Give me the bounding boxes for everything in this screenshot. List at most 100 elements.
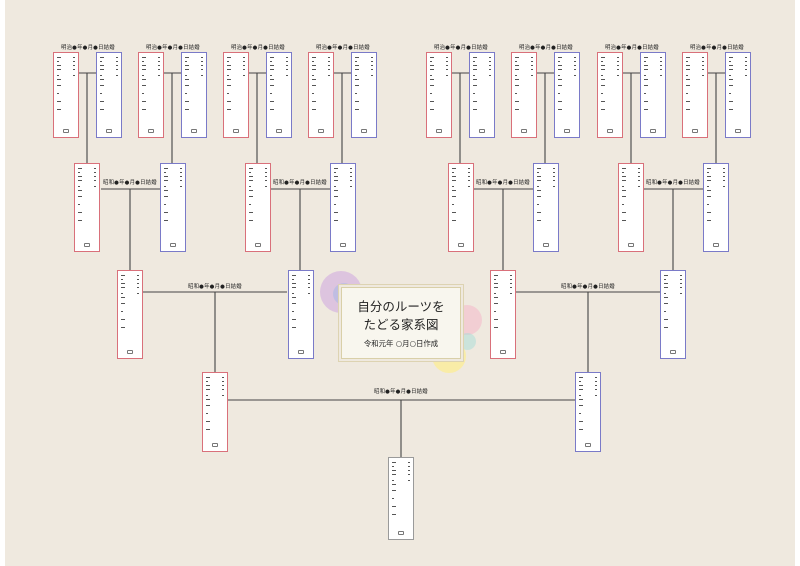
field-mark [660,75,662,76]
grandparent-card-m2[interactable] [330,163,356,252]
field-mark [308,293,310,294]
field-mark [355,65,359,66]
field-mark [206,385,210,386]
parent-card-m1[interactable] [288,270,314,359]
field-mark [537,186,539,187]
field-mark [355,85,359,86]
page-title: 自分のルーツを [357,299,445,314]
field-mark [334,204,336,205]
ancestor-card-f8[interactable] [682,52,708,138]
field-mark [249,180,253,181]
ancestor-card-m3[interactable] [266,52,292,138]
grandparent-card-f4[interactable] [618,163,644,252]
field-mark [660,65,662,66]
field-mark [312,79,316,80]
ancestor-card-f1[interactable] [53,52,79,138]
field-mark [158,69,160,70]
field-mark [100,109,104,110]
marriage-label: 明治●年●月●日結婚 [605,45,659,51]
field-mark [729,85,733,86]
field-mark [446,75,448,76]
field-mark [116,65,118,66]
field-mark [100,69,104,70]
field-mark [430,75,432,76]
field-mark [664,283,668,284]
field-mark [57,69,61,70]
field-mark [579,399,583,400]
field-mark [222,385,224,386]
field-mark [473,109,477,110]
marriage-label: 明治●年●月●日結婚 [434,45,488,51]
ancestor-card-m6[interactable] [554,52,580,138]
field-mark [408,474,410,475]
field-mark [392,470,396,471]
field-mark [452,190,456,191]
ancestor-card-f2[interactable] [138,52,164,138]
field-mark [334,220,338,221]
field-mark [745,65,747,66]
field-mark [142,65,146,66]
ancestor-card-m4[interactable] [351,52,377,138]
field-mark [180,180,182,181]
grandparent-card-f2[interactable] [245,163,271,252]
ancestor-card-f4[interactable] [308,52,334,138]
marriage-label: 昭和●年●月●日結婚 [103,180,157,186]
field-mark [57,85,61,86]
field-mark [574,75,576,76]
parent-card-f2[interactable] [490,270,516,359]
field-mark [142,93,144,94]
field-mark [510,275,512,276]
field-mark [137,275,139,276]
field-mark [265,180,267,181]
seal-icon [298,350,304,354]
field-mark [392,514,396,515]
field-mark [249,168,253,169]
ancestor-card-f5[interactable] [426,52,452,138]
grandparent-card-m3[interactable] [533,163,559,252]
field-mark [531,75,533,76]
ancestor-card-f7[interactable] [597,52,623,138]
field-mark [392,490,396,491]
field-mark [579,377,583,378]
ancestor-card-f3[interactable] [223,52,249,138]
marriage-label: 昭和●年●月●日結婚 [646,180,700,186]
self-card[interactable] [388,457,414,540]
ancestor-card-m1[interactable] [96,52,122,138]
grandparent-card-m4[interactable] [703,163,729,252]
field-mark [392,498,394,499]
field-mark [164,176,168,177]
ancestor-card-m2[interactable] [181,52,207,138]
field-mark [680,279,682,280]
field-mark [312,57,316,58]
mother-card[interactable] [202,372,228,452]
seal-icon [127,350,133,354]
field-mark [334,168,338,169]
field-mark [638,168,640,169]
grandparent-card-m1[interactable] [160,163,186,252]
parent-card-f1[interactable] [117,270,143,359]
seal-icon [735,129,741,133]
ancestor-card-m7[interactable] [640,52,666,138]
father-card[interactable] [575,372,601,452]
ancestor-card-m5[interactable] [469,52,495,138]
parent-card-m2[interactable] [660,270,686,359]
field-mark [664,311,666,312]
field-mark [164,220,168,221]
marriage-label: 明治●年●月●日結婚 [519,45,573,51]
creation-date: 令和元年 ○月○日作成 [363,339,439,348]
grandparent-card-f1[interactable] [74,163,100,252]
ancestor-card-f6[interactable] [511,52,537,138]
field-mark [185,57,189,58]
field-mark [180,186,182,187]
field-mark [142,101,146,102]
ancestor-card-m8[interactable] [725,52,751,138]
field-mark [680,293,682,294]
seal-icon [436,129,442,133]
field-mark [222,377,224,378]
field-mark [312,61,314,62]
field-mark [644,93,646,94]
field-mark [446,61,448,62]
field-mark [328,57,330,58]
grandparent-card-f3[interactable] [448,163,474,252]
